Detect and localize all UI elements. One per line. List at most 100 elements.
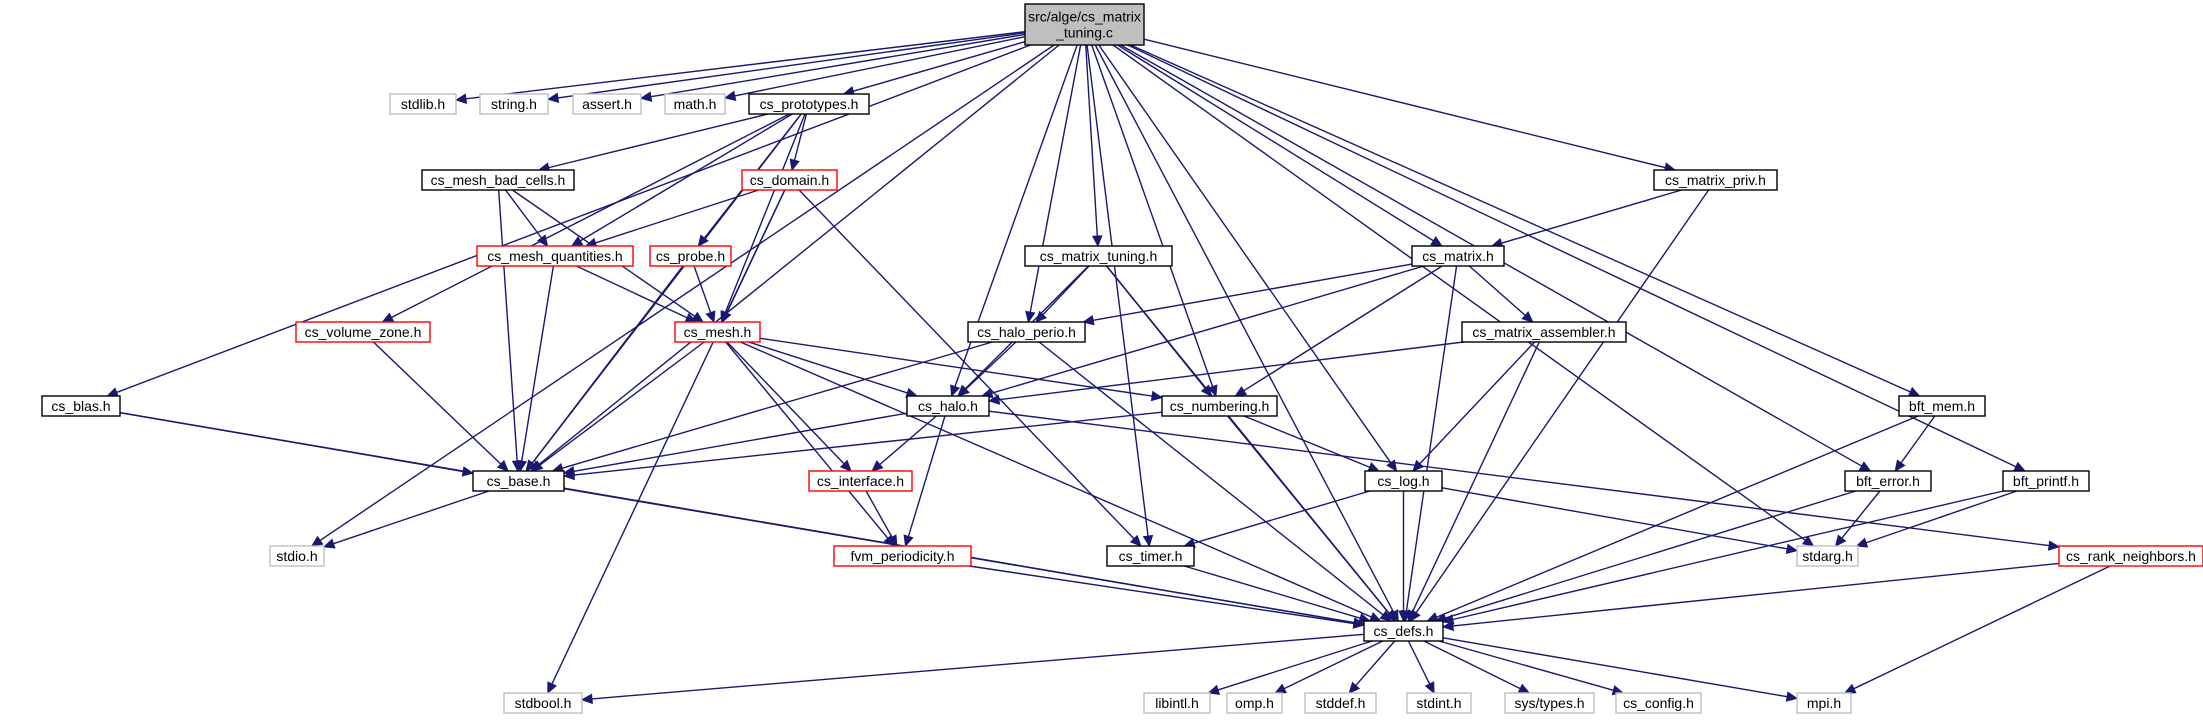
edge-line [1441, 487, 1788, 550]
edge-line [1117, 44, 1434, 242]
node-string: string.h [479, 93, 549, 115]
node-cs_domain[interactable]: cs_domain.h [741, 169, 838, 191]
node-label: cs_interface.h [817, 473, 904, 489]
edge-cs_log-to-stdarg [1441, 487, 1799, 554]
edge-line [1042, 265, 1090, 316]
node-cs_halo[interactable]: cs_halo.h [906, 395, 990, 417]
edge-arrowhead [903, 534, 914, 548]
node-cs_mesh_bad_cells[interactable]: cs_mesh_bad_cells.h [421, 169, 575, 191]
edge-cs_defs-to-stdbool [580, 633, 1365, 705]
edge-arrowhead [1801, 535, 1815, 547]
node-label: cs_timer.h [1119, 548, 1183, 564]
node-cs_blas[interactable]: cs_blas.h [41, 395, 121, 417]
node-box [1226, 692, 1283, 714]
edge-arrowhead [1424, 681, 1435, 695]
node-cs_timer[interactable]: cs_timer.h [1106, 545, 1195, 567]
edge-cs_matrix-to-cs_matrix_assembler [1468, 265, 1534, 323]
node-box [649, 245, 732, 267]
edge-arrowhead [1274, 683, 1287, 694]
edge-cs_matrix-to-cs_numbering [1234, 265, 1443, 397]
edge-root-to-cs_matrix [1117, 44, 1443, 247]
node-box [389, 93, 457, 115]
node-cs_mesh_quantities[interactable]: cs_mesh_quantities.h [476, 245, 634, 267]
node-label: cs_base.h [487, 473, 551, 489]
node-bft_mem[interactable]: bft_mem.h [1898, 395, 1986, 417]
edge-line [539, 341, 705, 466]
node-root[interactable]: src/alge/cs_matrix_tuning.c [1024, 3, 1145, 46]
edge-line [1086, 44, 1149, 537]
node-box [1024, 245, 1173, 267]
edge-line [991, 265, 1425, 394]
node-fvm_periodicity[interactable]: fvm_periodicity.h [833, 545, 972, 567]
edge-cs_log-to-cs_timer [1183, 490, 1370, 549]
edge-arrowhead [1025, 310, 1036, 324]
node-box [808, 470, 913, 492]
edge-line [740, 341, 1372, 618]
node-cs_probe[interactable]: cs_probe.h [649, 245, 732, 267]
edge-cs_halo_perio-to-cs_defs [1038, 341, 1392, 622]
edge-arrowhead [1129, 534, 1142, 547]
edge-arrowhead [2013, 461, 2027, 472]
edge-line [879, 415, 937, 466]
edge-line [1085, 44, 1098, 237]
node-label: cs_mesh.h [684, 324, 752, 340]
edge-line [1438, 640, 1614, 691]
node-cs_matrix[interactable]: cs_matrix.h [1411, 245, 1505, 267]
edge-line [1841, 490, 1881, 539]
node-box [674, 321, 761, 343]
edge-line [1112, 44, 1806, 541]
edge-cs_defs-to-stdint [1407, 640, 1435, 695]
edge-cs_probe-to-cs_mesh [693, 265, 716, 324]
node-cs_base[interactable]: cs_base.h [472, 470, 565, 492]
node-cs_mesh[interactable]: cs_mesh.h [674, 321, 761, 343]
edge-line [531, 265, 684, 464]
edge-line [748, 341, 908, 394]
edge-arrowhead [547, 681, 557, 695]
node-label: cs_matrix_assembler.h [1472, 324, 1615, 340]
edge-arrowhead [496, 459, 509, 472]
edge-line [573, 412, 908, 473]
edge-bft_error-to-cs_defs [1434, 490, 1856, 623]
edge-root-to-cs_numbering [1091, 44, 1218, 398]
node-cs_defs[interactable]: cs_defs.h [1363, 620, 1444, 642]
node-cs_prototypes[interactable]: cs_prototypes.h [748, 93, 870, 115]
node-cs_matrix_priv[interactable]: cs_matrix_priv.h [1653, 169, 1778, 191]
node-cs_interface[interactable]: cs_interface.h [808, 470, 913, 492]
edge-bft_printf-to-cs_defs [1441, 490, 2004, 625]
node-bft_printf[interactable]: bft_printf.h [2002, 470, 2090, 492]
node-label: cs_probe.h [656, 248, 725, 264]
node-cs_volume_zone[interactable]: cs_volume_zone.h [295, 321, 431, 343]
edge-cs_volume_zone-to-cs_base [372, 341, 509, 472]
node-box [503, 692, 583, 714]
edge-cs_numbering-to-cs_defs [1227, 415, 1397, 622]
node-cs_halo_perio[interactable]: cs_halo_perio.h [967, 321, 1086, 343]
node-box [1898, 395, 1986, 417]
node-box [572, 93, 642, 115]
node-cs_rank_neighbors[interactable]: cs_rank_neighbors.h [2058, 545, 2203, 567]
edge-line [853, 40, 1026, 92]
edge-line [988, 410, 2050, 547]
edge-cs_rank_neighbors-to-cs_defs [1441, 562, 2060, 632]
edge-line [1452, 562, 2060, 627]
edge-root-to-cs_defs [1094, 44, 1399, 623]
edge-cs_interface-to-fvm_periodicity [865, 490, 898, 548]
node-box [1411, 245, 1505, 267]
edge-line [1865, 490, 2018, 544]
edge-arrowhead [1412, 459, 1424, 472]
node-cs_matrix_tuning[interactable]: cs_matrix_tuning.h [1024, 245, 1173, 267]
edge-arrowhead [1398, 610, 1409, 623]
node-label: assert.h [582, 96, 632, 112]
node-label: math.h [674, 96, 717, 112]
edge-arrowhead [1207, 384, 1218, 398]
node-cs_log[interactable]: cs_log.h [1364, 470, 1443, 492]
node-label: cs_mesh_quantities.h [487, 248, 622, 264]
node-box [1796, 692, 1852, 714]
node-bft_error[interactable]: bft_error.h [1844, 470, 1932, 492]
edge-line [724, 113, 806, 313]
node-cs_matrix_assembler[interactable]: cs_matrix_assembler.h [1461, 321, 1627, 343]
node-cs_numbering[interactable]: cs_numbering.h [1161, 395, 1278, 417]
edge-root-to-stdlib [454, 30, 1026, 105]
edge-root-to-cs_halo_perio [1025, 44, 1082, 324]
node-omp: omp.h [1226, 692, 1283, 714]
node-box [1844, 470, 1932, 492]
